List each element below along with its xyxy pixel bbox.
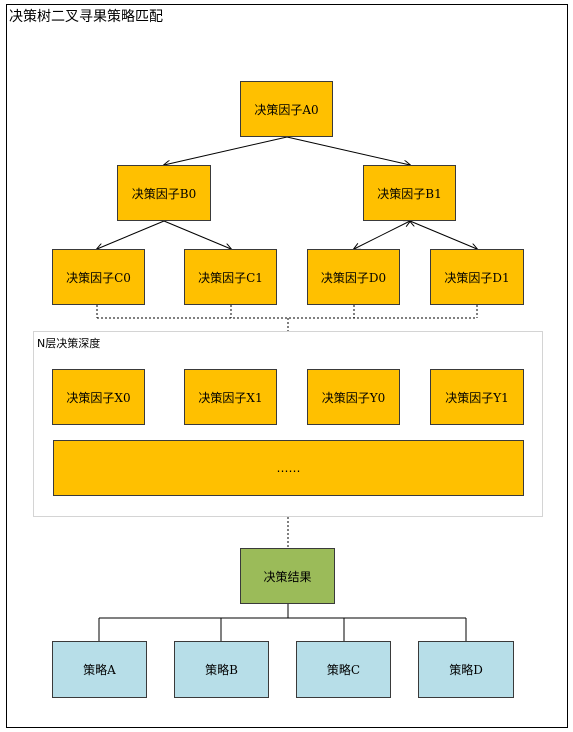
- node-factor-b0: 决策因子B0: [117, 165, 211, 221]
- node-factor-y1: 决策因子Y1: [430, 369, 524, 425]
- node-strategy-a: 策略A: [52, 641, 147, 698]
- node-ellipsis: ……: [53, 440, 524, 496]
- arrow-b0-c1: [163, 220, 231, 249]
- arrow-a0-b0: [164, 136, 288, 165]
- diagram-frame: [6, 4, 568, 728]
- arrow-b1-d1: [410, 221, 477, 249]
- arrow-a0-b1: [286, 136, 410, 165]
- node-result: 决策结果: [240, 548, 335, 604]
- node-factor-c1: 决策因子C1: [184, 249, 277, 305]
- depth-label: N层决策深度: [37, 337, 101, 350]
- node-factor-d1: 决策因子D1: [430, 249, 524, 305]
- node-factor-c0: 决策因子C0: [52, 249, 145, 305]
- node-factor-d0: 决策因子D0: [307, 249, 400, 305]
- arrow-b1-d0: [354, 221, 410, 249]
- node-strategy-c: 策略C: [296, 641, 391, 698]
- dotted-join-level2: [96, 305, 478, 331]
- node-factor-b1: 决策因子B1: [363, 165, 456, 221]
- node-factor-x1: 决策因子X1: [184, 369, 277, 425]
- node-strategy-b: 策略B: [174, 641, 269, 698]
- arrow-b0-c0: [97, 220, 165, 249]
- node-factor-y0: 决策因子Y0: [307, 369, 400, 425]
- node-factor-x0: 决策因子X0: [52, 369, 145, 425]
- diagram-title: 决策树二叉寻果策略匹配: [9, 9, 163, 25]
- node-strategy-d: 策略D: [418, 641, 514, 698]
- node-factor-a0: 决策因子A0: [240, 81, 333, 137]
- result-strategy-connector: [98, 604, 467, 641]
